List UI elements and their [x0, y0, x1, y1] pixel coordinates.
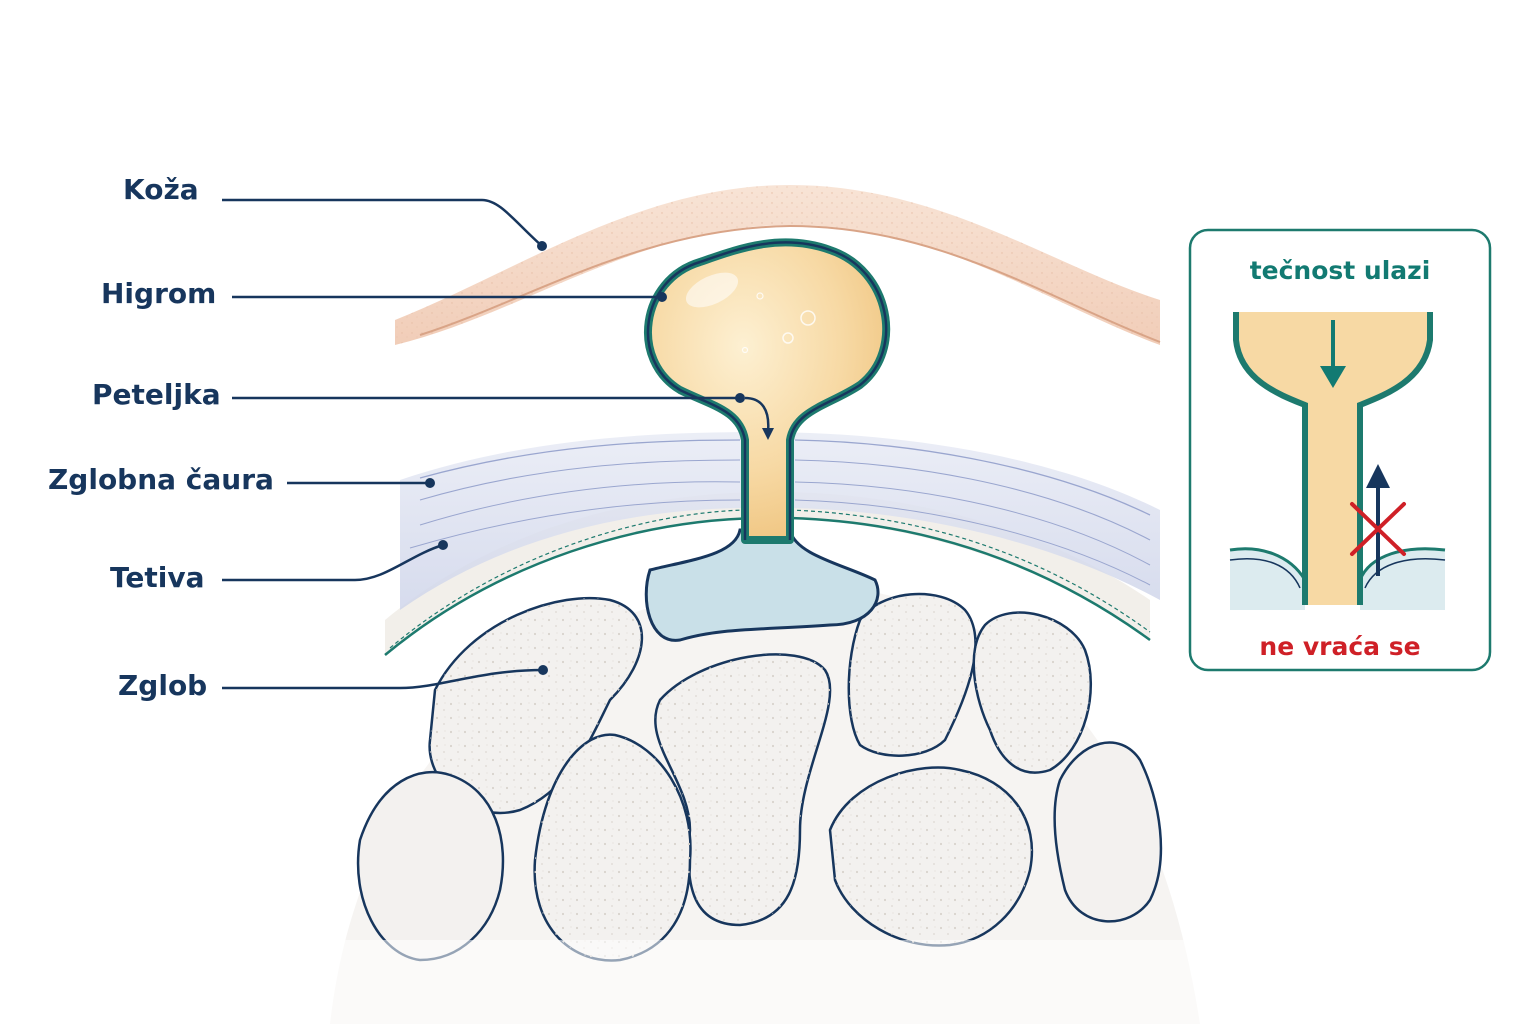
inset-panel [1188, 228, 1492, 672]
leader-joint [222, 668, 544, 690]
joint-capsule [400, 432, 1160, 610]
leader-lines [222, 198, 740, 690]
label-tendon: Tetiva [110, 561, 205, 594]
leader-dots [425, 241, 745, 675]
joint-bones [320, 584, 1220, 1024]
inset-does-not-return-text: ne vraća se [1259, 632, 1421, 661]
flow-arrow [744, 396, 770, 433]
blocked-x-icon [1350, 502, 1406, 556]
skin-layer [395, 185, 1161, 345]
label-joint-capsule: Zglobna čaura [48, 463, 274, 496]
label-joint: Zglob [118, 669, 208, 702]
inflow-arrow [1320, 320, 1346, 388]
bone-7 [356, 770, 505, 962]
tendon-layer [384, 491, 1151, 656]
label-hygroma: Higrom [101, 277, 217, 310]
inset-fluid-enters-text: tečnost ulazi [1249, 256, 1431, 285]
bone-8 [1053, 741, 1163, 923]
hygroma [644, 238, 891, 544]
leader-skin [222, 198, 543, 247]
label-skin: Koža [123, 173, 199, 206]
leader-tendon [222, 543, 444, 582]
label-stalk: Peteljka [92, 378, 221, 411]
synovial-pocket [644, 528, 880, 642]
